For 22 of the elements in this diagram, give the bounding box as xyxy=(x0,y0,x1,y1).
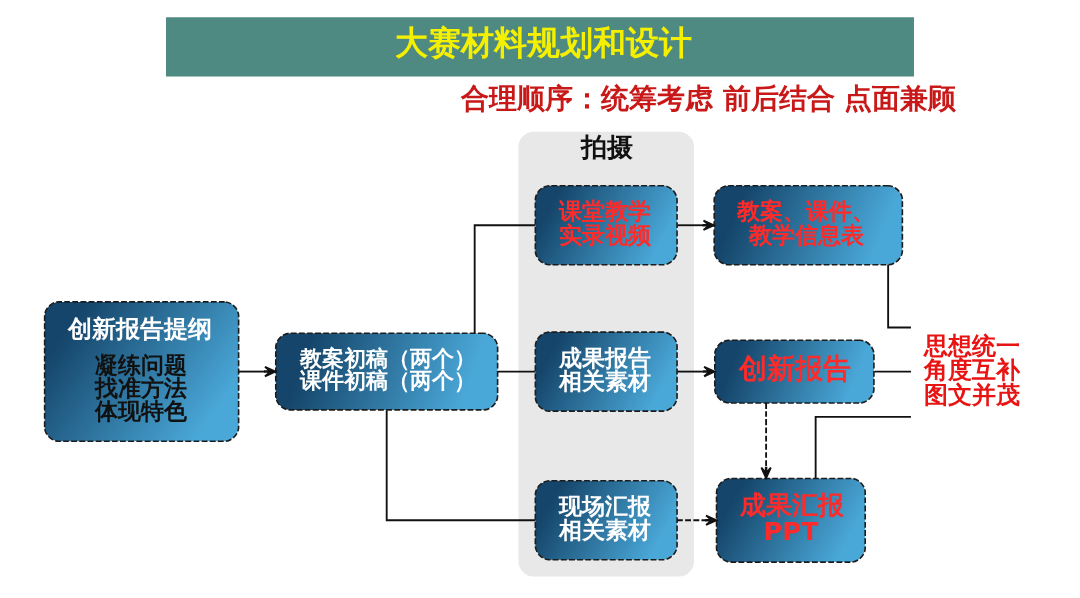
node-box: 创新报告 xyxy=(714,339,875,404)
connector xyxy=(385,409,537,522)
node-box: 课堂教学实录视频 xyxy=(534,184,678,266)
connector xyxy=(887,263,912,329)
node-box: 成果报告相关素材 xyxy=(534,331,678,412)
connector xyxy=(873,370,912,373)
arrow xyxy=(237,365,277,378)
arrow xyxy=(676,514,718,526)
connector xyxy=(473,224,536,335)
diagram-title: 大赛材料规划和设计 xyxy=(394,24,692,63)
node-box: 教案、课件、教学信息表 xyxy=(713,184,904,266)
label: 合理顺序：统筹考虑 前后结合 点面兼顾 xyxy=(461,82,957,116)
arrow xyxy=(676,365,716,378)
node-box: 创新报告提纲 凝练问题找准方法体现特色 xyxy=(43,301,240,443)
node-box: 教案初稿（两个）课件初稿（两个） xyxy=(274,332,499,411)
arrow xyxy=(760,402,772,479)
connector xyxy=(814,415,912,480)
arrow xyxy=(676,219,715,231)
node-text: 思想统一角度互补图文并茂 xyxy=(924,330,1021,409)
node-box: 现场汇报相关素材 xyxy=(534,479,678,561)
node-box: 成果汇报PPT xyxy=(715,477,866,563)
connector xyxy=(496,370,537,373)
